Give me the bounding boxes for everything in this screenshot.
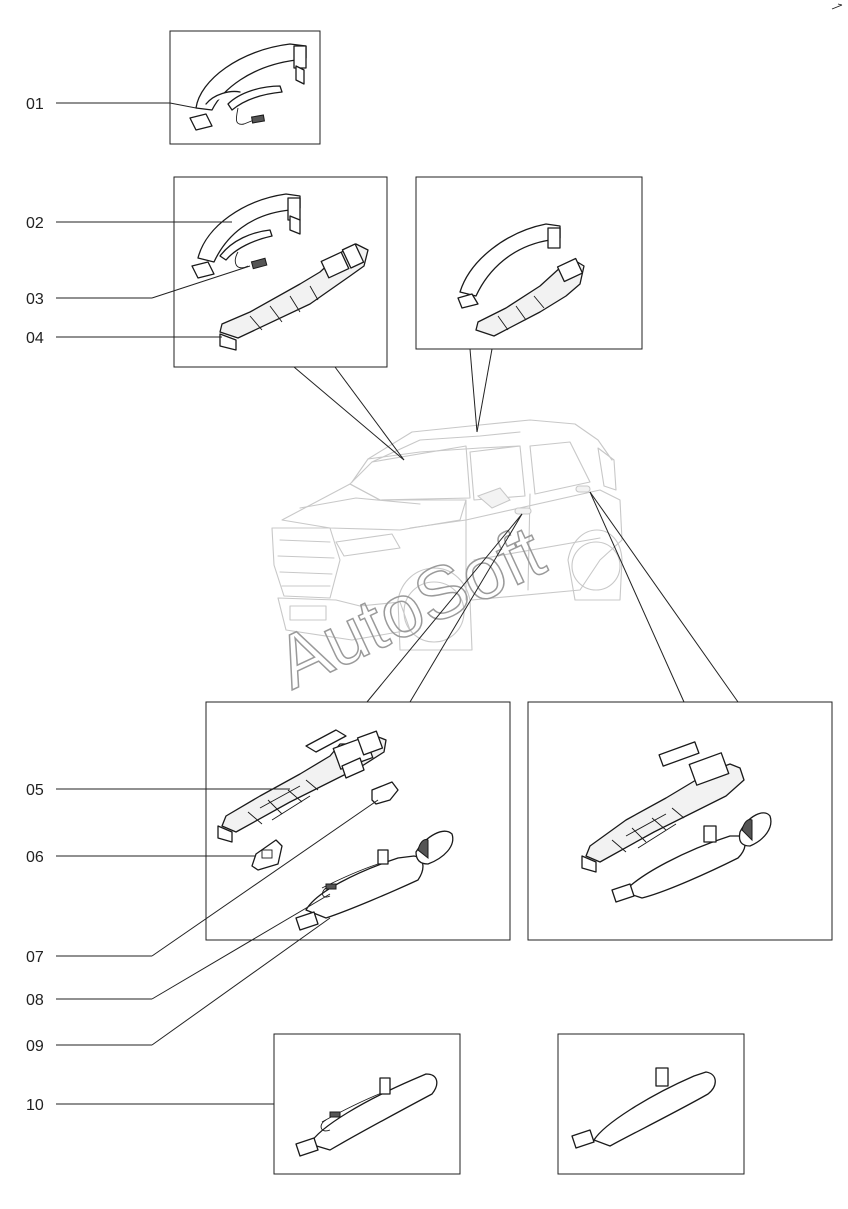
outer-handle-front-icon <box>191 193 301 279</box>
callout-label: 04 <box>26 330 44 347</box>
wiring-connector-icon <box>234 251 268 270</box>
watermark: AutoSoft <box>263 508 557 705</box>
callout-label: 02 <box>26 215 44 232</box>
callout-03: 03 <box>26 265 251 308</box>
outer-handle-rear-icon <box>457 223 585 337</box>
vehicle-outline-icon <box>271 419 623 651</box>
callout-label: 10 <box>26 1097 44 1114</box>
gasket-icon <box>251 781 399 871</box>
callout-label: 07 <box>26 949 44 966</box>
callout-04: 04 <box>26 330 222 347</box>
outer-handle-icon <box>295 849 424 931</box>
frame-parts-02-04 <box>173 176 388 368</box>
frame-part-01 <box>169 30 321 145</box>
callout-label: 06 <box>26 849 44 866</box>
callout-02: 02 <box>26 215 232 232</box>
callout-07: 07 <box>26 799 379 966</box>
callout-label: 05 <box>26 782 44 799</box>
frame-part-10-mirror <box>557 1033 745 1175</box>
callout-10: 10 <box>26 1097 274 1114</box>
corner-mark-icon <box>831 3 843 10</box>
frame-rear-upper <box>415 176 643 350</box>
handle-mirror-icon <box>571 1067 716 1149</box>
callout-label: 03 <box>26 291 44 308</box>
rear-lock-housing-icon <box>581 741 745 873</box>
callout-06: 06 <box>26 849 256 866</box>
callout-05: 05 <box>26 782 290 799</box>
lock-housing-icon <box>217 729 387 843</box>
callout-09: 09 <box>26 917 331 1055</box>
pointer-lines <box>293 348 739 703</box>
frame-rear-lower <box>527 701 833 941</box>
end-cap-icon <box>415 830 454 865</box>
rear-outer-handle-icon <box>611 812 772 903</box>
handle-cap-assembly-icon <box>295 1073 438 1157</box>
callout-label: 08 <box>26 992 44 1009</box>
callout-label: 01 <box>26 96 44 113</box>
handle-bracket-icon <box>219 243 369 351</box>
callout-01: 01 <box>26 96 197 113</box>
callout-08: 08 <box>26 893 331 1009</box>
watermark-text: AutoSoft <box>264 509 557 704</box>
frame-parts-05-09 <box>205 701 511 941</box>
door-handle-assembly-icon <box>189 43 307 131</box>
callout-label: 09 <box>26 1038 44 1055</box>
